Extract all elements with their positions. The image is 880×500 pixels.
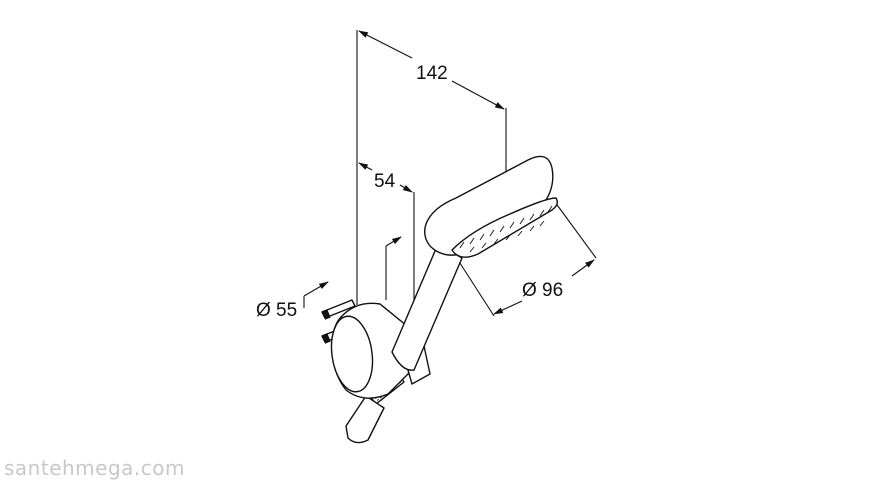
spray-nozzles-inner (469, 220, 545, 253)
pin-tip-upper (321, 309, 331, 320)
dimension-line-142-b (451, 80, 505, 110)
head-spray-face (451, 197, 559, 258)
handle-body (391, 243, 463, 371)
dimension-arrow-55-upper (385, 236, 402, 247)
shower-head (423, 155, 559, 258)
dimension-label-55: Ø 55 (256, 300, 297, 321)
head-body (423, 155, 554, 256)
dimension-diameter-96: Ø 96 (457, 197, 597, 317)
dimension-line-96-b (571, 259, 595, 277)
dimension-line-54-a (358, 162, 373, 171)
dimension-label-96: Ø 96 (522, 280, 563, 301)
extension-line-96-right (551, 197, 597, 259)
dimension-diameter-55: Ø 55 (256, 236, 402, 321)
pin-tip-lower (321, 333, 331, 344)
dimension-label-54: 54 (374, 171, 396, 192)
dimension-arrow-55-lower (303, 281, 329, 297)
wall-bracket (330, 302, 431, 399)
dimension-line-54-b (399, 184, 413, 193)
bracket-face (330, 315, 374, 393)
dimension-line-96-a (493, 300, 523, 315)
hose-connector (345, 395, 385, 444)
shower-handle (391, 243, 463, 371)
dimension-142: 142 (356, 30, 507, 305)
dimension-label-142: 142 (416, 63, 448, 84)
extension-line-96-left (457, 259, 495, 317)
watermark: santehmega.com (4, 456, 185, 480)
spray-nozzles-outer (459, 205, 553, 249)
dimension-line-142-a (358, 30, 413, 59)
